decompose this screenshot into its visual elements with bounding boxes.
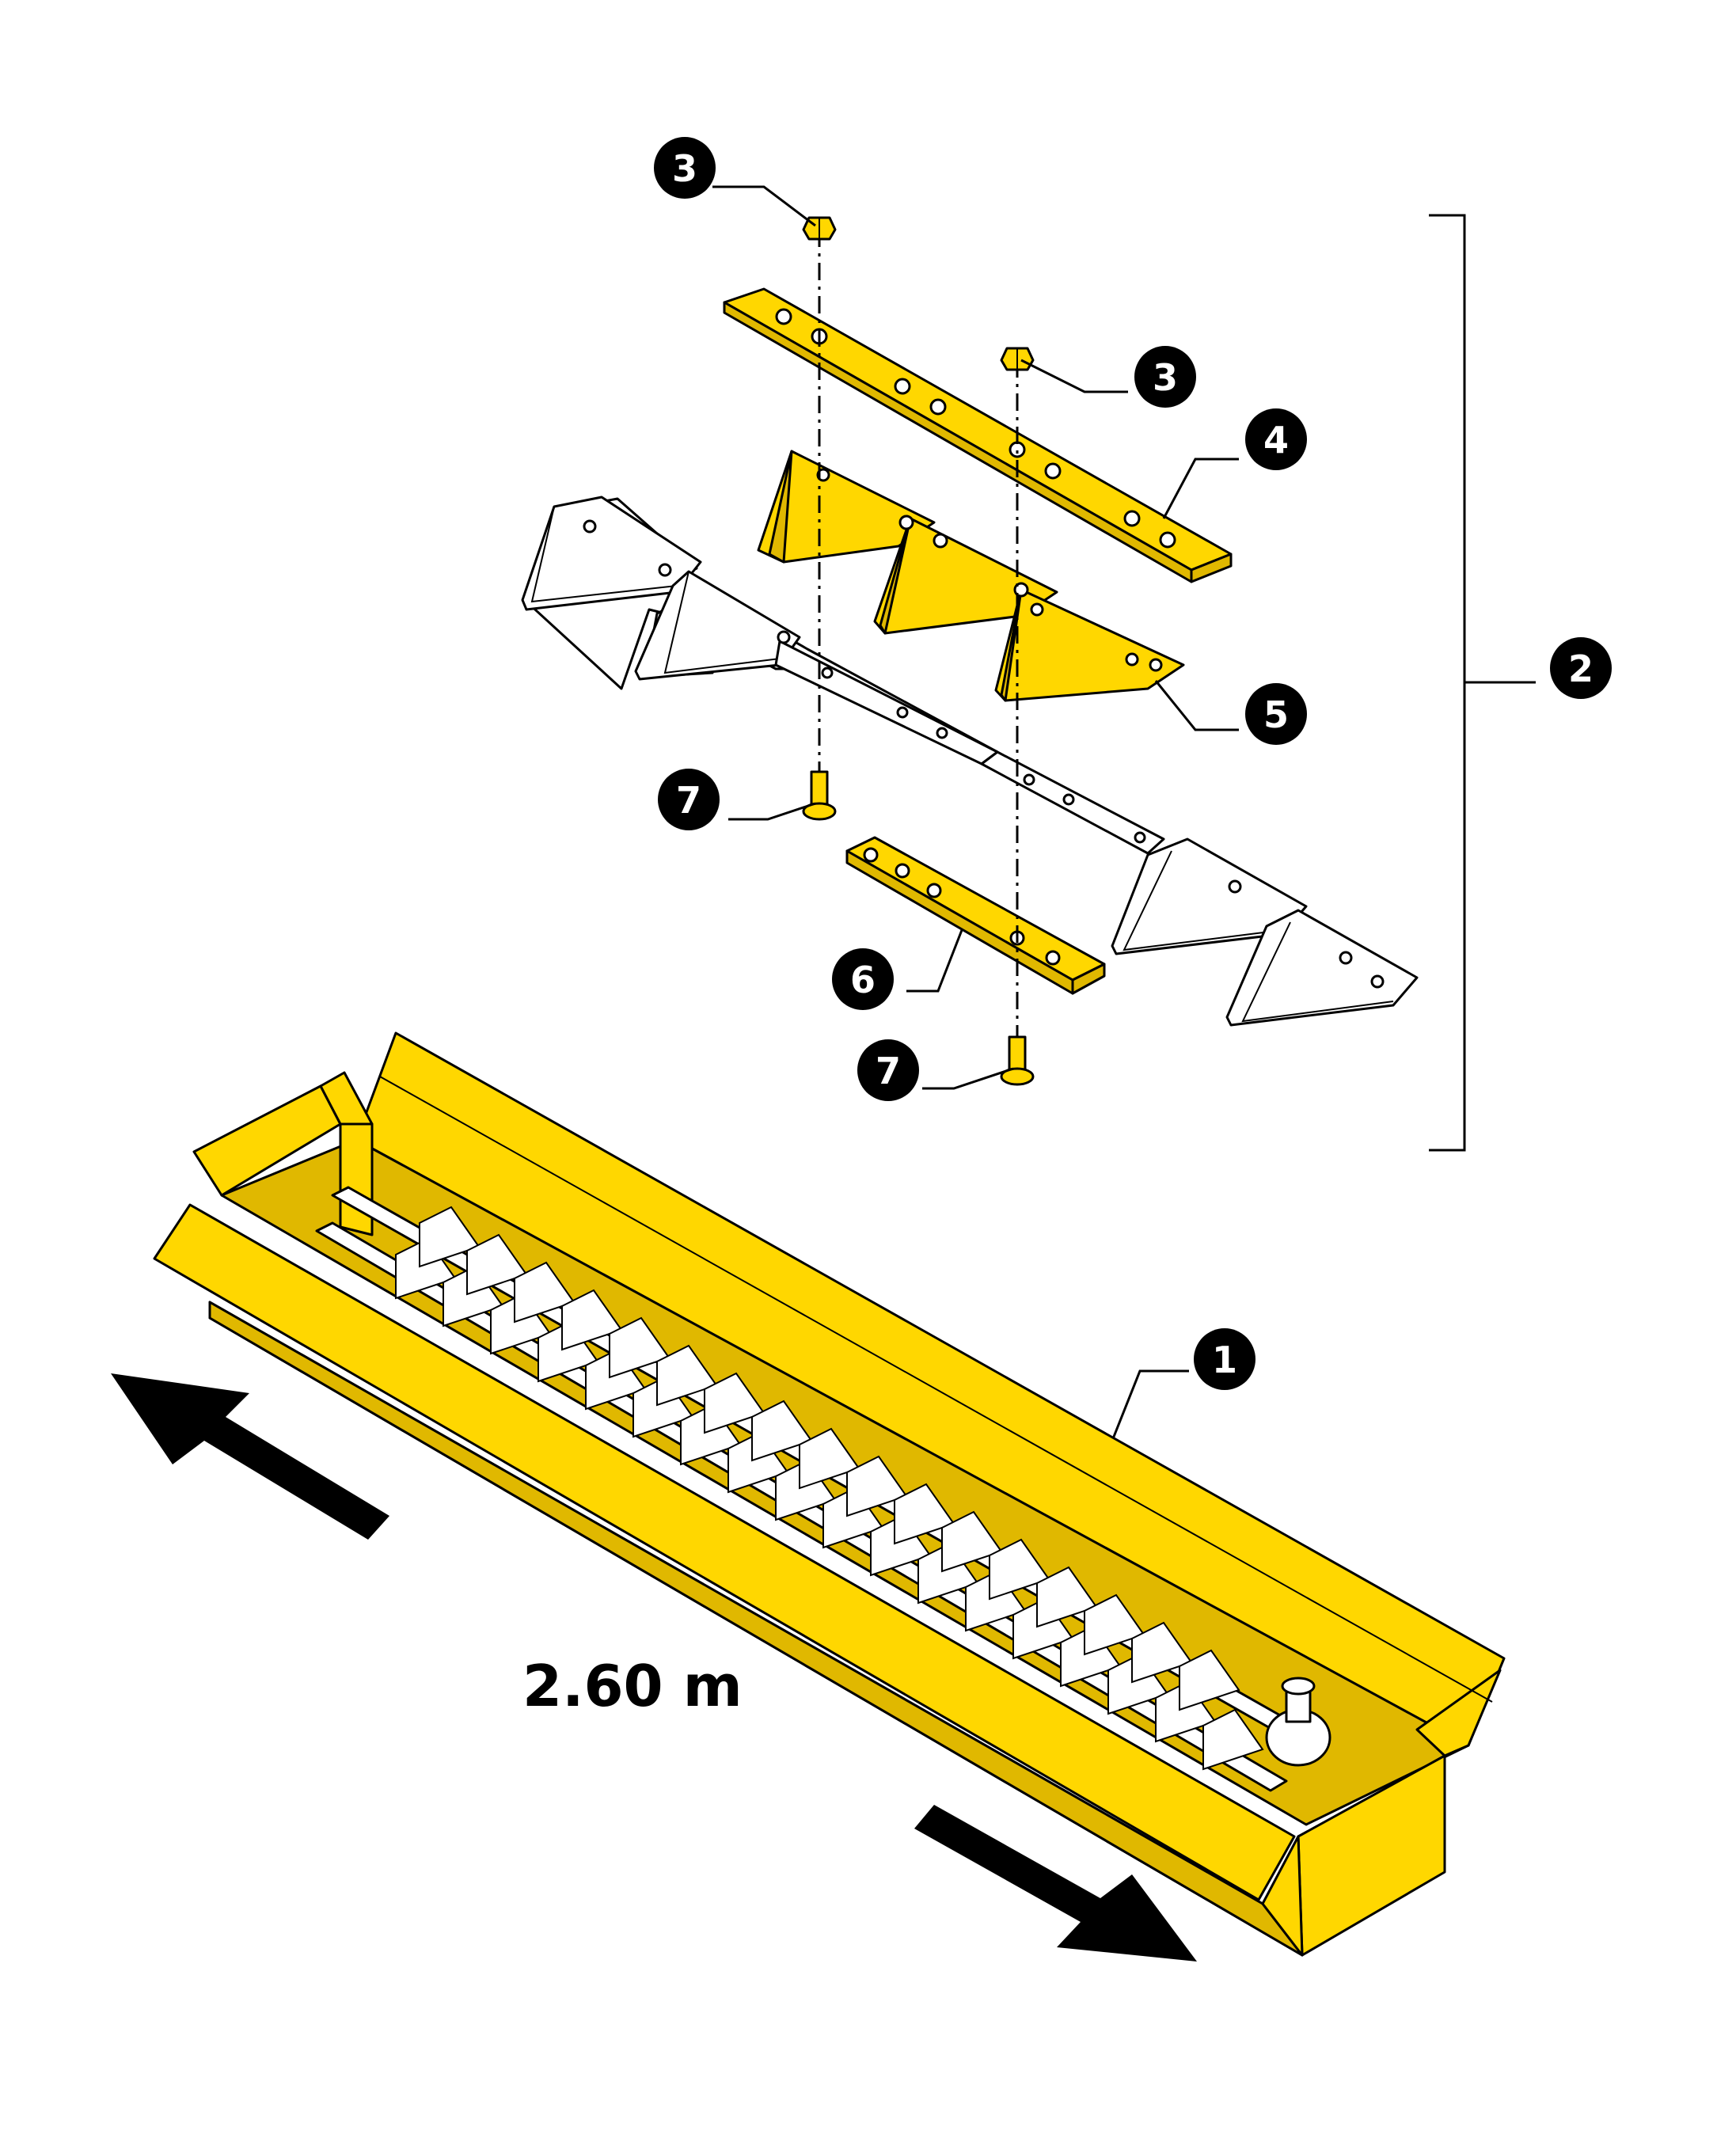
bolt-7-lower <box>1000 1035 1035 1086</box>
svg-text:1: 1 <box>1212 1339 1237 1381</box>
callout-1: 1 <box>1194 1328 1255 1390</box>
assembly-bracket <box>1429 214 1466 1152</box>
callout-2: 2 <box>1550 637 1612 699</box>
callout-7-upper: 7 <box>658 769 720 830</box>
svg-text:7: 7 <box>676 779 701 822</box>
length-dimension-label: 2.60 m <box>522 1653 743 1719</box>
knife-sections-yellow <box>757 450 1185 702</box>
assembly-axis-lines <box>818 230 1019 1053</box>
length-arrow-left <box>111 1373 389 1540</box>
svg-text:7: 7 <box>876 1050 901 1092</box>
svg-text:5: 5 <box>1263 693 1289 736</box>
nut-3-lower <box>1000 347 1035 371</box>
svg-text:6: 6 <box>850 959 876 1001</box>
knife-bar-white <box>521 496 1419 1027</box>
svg-text:3: 3 <box>672 147 697 190</box>
bolt-7-upper <box>802 770 837 821</box>
callout-6: 6 <box>832 948 894 1010</box>
box-with-knife <box>153 1031 1506 1957</box>
leader-lines <box>712 185 1239 1441</box>
top-clamp-bar <box>723 287 1233 583</box>
length-arrow-right <box>914 1805 1197 1962</box>
svg-text:4: 4 <box>1263 419 1289 461</box>
bottom-clamp-bar <box>845 836 1106 995</box>
callout-3-lower: 3 <box>1134 346 1196 408</box>
callout-5: 5 <box>1245 683 1307 745</box>
knife-teeth-row <box>395 1206 1264 1771</box>
svg-text:3: 3 <box>1153 356 1178 399</box>
svg-text:2: 2 <box>1568 648 1594 690</box>
callout-7-lower: 7 <box>857 1039 919 1101</box>
callout-4: 4 <box>1245 408 1307 470</box>
callout-3-upper: 3 <box>654 137 716 199</box>
